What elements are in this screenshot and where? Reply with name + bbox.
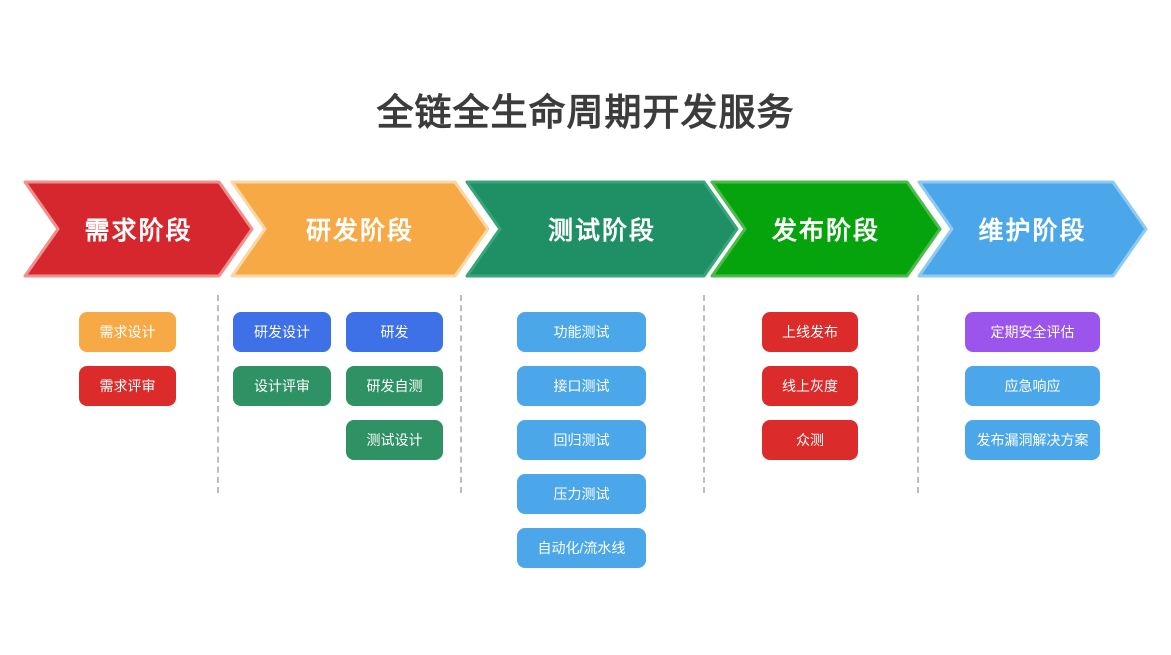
- phase-label-4: 发布阶段: [771, 217, 880, 245]
- phase-label-2: 研发阶段: [305, 217, 414, 245]
- task-card: 研发设计: [233, 312, 331, 352]
- task-card: 发布漏洞解决方案: [965, 420, 1100, 460]
- phase-label-5: 维护阶段: [978, 217, 1087, 245]
- column-divider-2: [460, 295, 462, 493]
- task-card: 定期安全评估: [965, 312, 1100, 352]
- phase-arrow-3: [465, 180, 739, 278]
- phase-arrow-4: [710, 180, 942, 278]
- column-divider-4: [917, 295, 919, 493]
- task-card: 众测: [762, 420, 858, 460]
- phase-arrows-svg: [23, 180, 1148, 278]
- task-card: 功能测试: [517, 312, 646, 352]
- card-column: 研发设计设计评审: [233, 312, 331, 406]
- card-column: 研发研发自测测试设计: [346, 312, 443, 460]
- task-card: 回归测试: [517, 420, 646, 460]
- phase-arrow-2: [230, 180, 490, 278]
- task-card: 设计评审: [233, 366, 331, 406]
- task-card: 需求设计: [79, 312, 176, 352]
- task-card: 研发自测: [346, 366, 443, 406]
- page-title: 全链全生命周期开发服务: [376, 92, 795, 133]
- card-column: 定期安全评估应急响应发布漏洞解决方案: [965, 312, 1100, 460]
- card-column: 上线发布线上灰度众测: [762, 312, 858, 460]
- card-column: 功能测试接口测试回归测试压力测试自动化/流水线: [517, 312, 646, 568]
- task-card: 压力测试: [517, 474, 646, 514]
- phase-label-3: 测试阶段: [547, 217, 656, 245]
- task-card: 自动化/流水线: [517, 528, 646, 568]
- task-card: 线上灰度: [762, 366, 858, 406]
- task-card: 应急响应: [965, 366, 1100, 406]
- phase-arrow-1: [23, 180, 254, 278]
- column-divider-3: [703, 295, 705, 493]
- task-card: 研发: [346, 312, 443, 352]
- card-column: 需求设计需求评审: [79, 312, 176, 406]
- task-card: 需求评审: [79, 366, 176, 406]
- phase-arrow-band: 需求阶段 研发阶段 测试阶段 发布阶段 维护阶段: [0, 180, 1171, 278]
- task-card: 测试设计: [346, 420, 443, 460]
- task-card: 接口测试: [517, 366, 646, 406]
- column-divider-1: [217, 295, 219, 493]
- phase-arrow-5: [917, 180, 1148, 278]
- task-card: 上线发布: [762, 312, 858, 352]
- phase-label-1: 需求阶段: [84, 217, 193, 245]
